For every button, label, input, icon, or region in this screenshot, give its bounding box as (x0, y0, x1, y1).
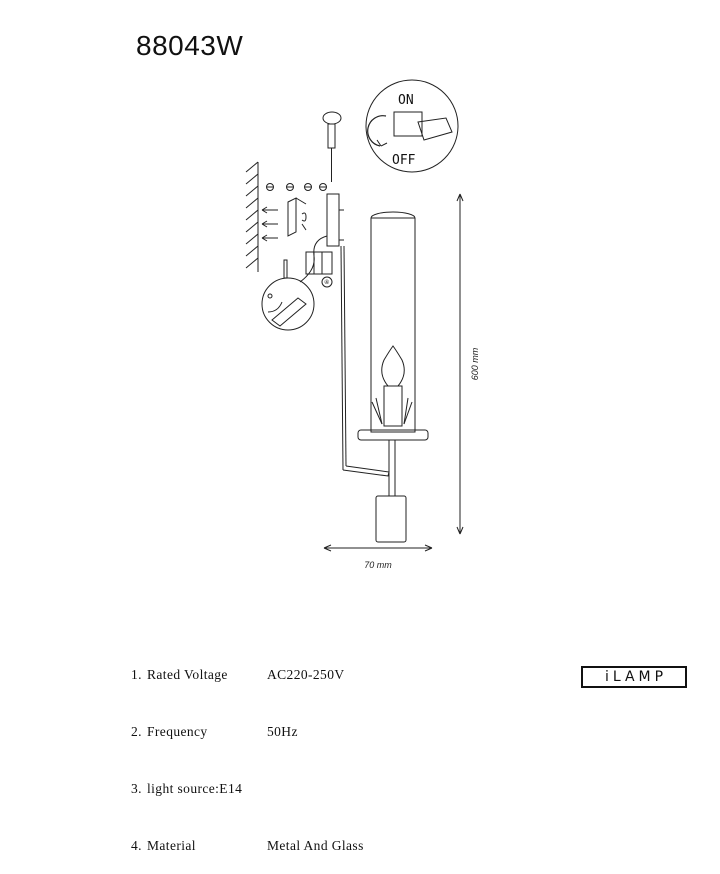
switch-off-label: OFF (392, 153, 416, 168)
brand-logo: iLAMP (581, 666, 687, 688)
switch-detail (365, 79, 459, 173)
switch-on-label: ON (398, 93, 414, 108)
installation-drawing: ON OFF ④ 600 mm 70 mm (245, 79, 480, 570)
step-number: ④ (324, 279, 329, 286)
lamp-arm (340, 245, 390, 477)
screw-icons (266, 183, 327, 191)
lamp-base-disc (357, 429, 429, 441)
glass-shade (370, 211, 416, 433)
mounting-bracket (287, 197, 307, 237)
wiring-detail (261, 259, 315, 331)
lamp-stem (375, 440, 407, 543)
model-number: 88043W (136, 30, 244, 61)
bulb-icon (371, 345, 413, 427)
height-label: 600 mm (470, 347, 480, 380)
spec-row-light-source: 3.light source:E14 (131, 781, 243, 796)
width-dimension (323, 544, 433, 552)
terminal-block (305, 251, 333, 288)
width-label: 70 mm (364, 560, 392, 570)
wall-hatch (245, 161, 259, 272)
screwdriver-icon (322, 111, 342, 182)
mounting-arrows (261, 206, 278, 242)
height-dimension (456, 193, 464, 535)
